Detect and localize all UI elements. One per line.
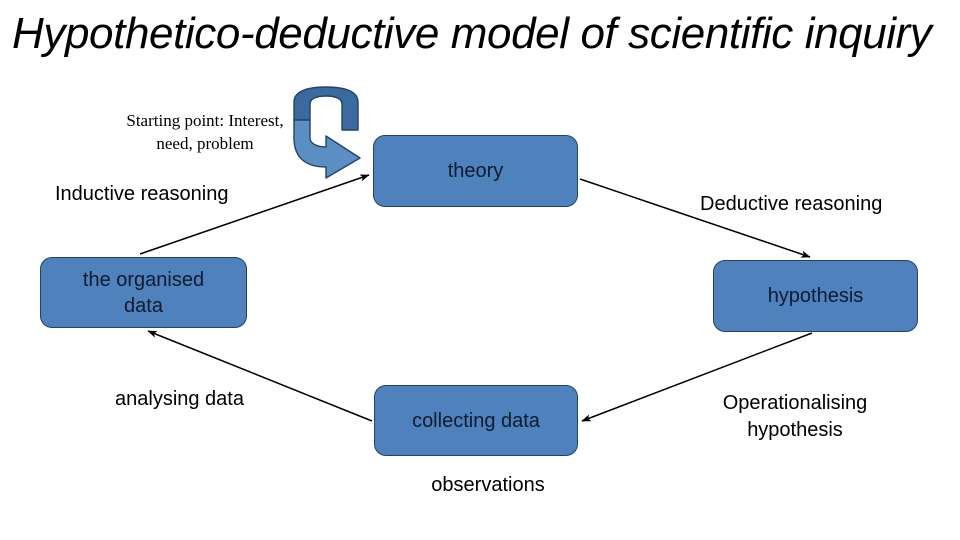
label-inductive-reasoning: Inductive reasoning — [55, 183, 229, 205]
page-title: Hypothetico-deductive model of scientifi… — [12, 9, 932, 58]
connector-collecting-to-organised — [147, 330, 373, 422]
node-collecting-data-label: collecting data — [412, 409, 540, 432]
node-organised-data-label: the organised data — [82, 268, 205, 317]
label-observations: observations — [431, 474, 545, 496]
node-theory[interactable]: theory — [373, 135, 578, 207]
node-organised-data[interactable]: the organised data — [40, 257, 247, 328]
label-starting-point: Starting point: Interest, need, problem — [126, 111, 284, 153]
node-theory-label: theory — [447, 160, 504, 182]
node-hypothesis-label: hypothesis — [767, 285, 864, 307]
connector-theory-to-hypothesis — [579, 178, 811, 258]
connector-hypothesis-to-collecting — [581, 332, 813, 422]
circular-arrow-icon — [293, 86, 361, 179]
label-analysing-data: analysing data — [115, 388, 244, 410]
node-hypothesis[interactable]: hypothesis — [713, 260, 918, 332]
label-deductive-reasoning: Deductive reasoning — [700, 193, 883, 215]
node-collecting-data[interactable]: collecting data — [374, 385, 578, 456]
label-operationalising-hypothesis: Operationalising hypothesis — [722, 392, 868, 441]
connector-organised-to-theory — [139, 174, 370, 255]
